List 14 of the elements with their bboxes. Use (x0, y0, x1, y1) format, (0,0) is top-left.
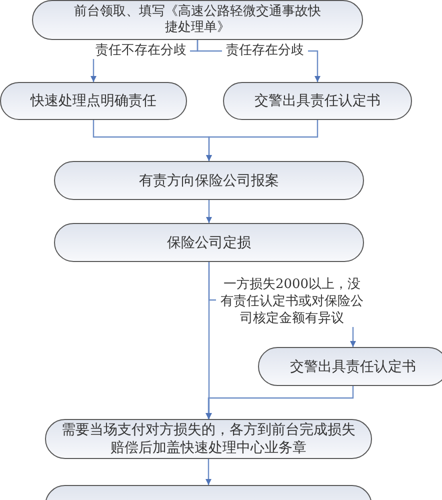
arrow (206, 262, 212, 419)
edge-label: 责任存在分歧 (222, 42, 308, 59)
process-box: 有责方向保险公司报案 (54, 161, 364, 200)
process-box: 前台领取、填写《高速公路轻微交通事故快捷处理单》 (32, 0, 363, 40)
process-box: 快速处理点明确责任 (0, 82, 187, 120)
arrow (206, 459, 212, 485)
process-box: 交警出具责任认定书 (258, 347, 442, 386)
arrow (206, 200, 212, 223)
process-box: 需要当场支付对方损失的，各方到前台完成损失赔偿后加盖快速处理中心业务章 (45, 419, 372, 459)
arrow (206, 386, 354, 419)
edge-label: 责任不存在分歧 (92, 42, 190, 59)
process-box: 保险公司定损 (54, 223, 364, 262)
process-box: 交警出具责任认定书 (223, 82, 412, 120)
arrow (206, 120, 318, 161)
